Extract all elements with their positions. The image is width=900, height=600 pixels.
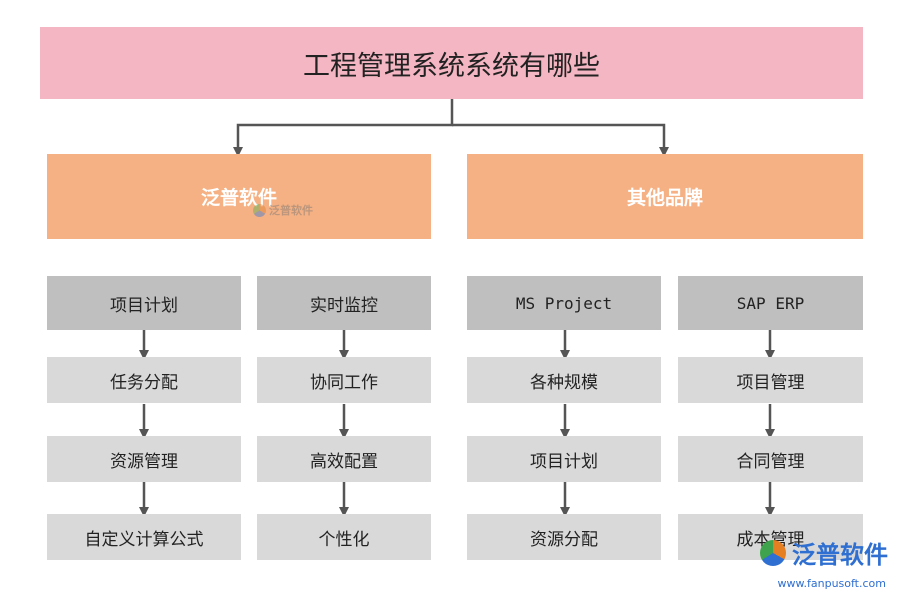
col1-item-2: 资源管理 (47, 436, 241, 482)
col1-item-3: 自定义计算公式 (47, 514, 241, 560)
watermark-small: 泛普软件 (253, 199, 327, 221)
col1-item-1: 任务分配 (47, 357, 241, 403)
watermark-url: www.fanpusoft.com (777, 577, 886, 590)
col3-header: MS Project (467, 276, 661, 330)
category-fanpu: 泛普软件 (47, 154, 431, 239)
col4-item-1: 项目管理 (678, 357, 863, 403)
arrow-title-to-fanpu (233, 99, 454, 157)
col1-header: 项目计划 (47, 276, 241, 330)
col2-item-2: 高效配置 (257, 436, 431, 482)
col3-item-2: 项目计划 (467, 436, 661, 482)
watermark-logo: 泛普软件 (760, 535, 888, 570)
col2-item-3: 个性化 (257, 514, 431, 560)
fanpu-logo-icon (253, 203, 266, 217)
col3-item-3: 资源分配 (467, 514, 661, 560)
col3-item-1: 各种规模 (467, 357, 661, 403)
col2-header: 实时监控 (257, 276, 431, 330)
arrow-title-to-other (452, 123, 669, 157)
fanpu-logo-icon (760, 539, 786, 566)
col4-header: SAP ERP (678, 276, 863, 330)
col4-item-2: 合同管理 (678, 436, 863, 482)
category-other: 其他品牌 (467, 154, 863, 239)
diagram-title: 工程管理系统系统有哪些 (40, 27, 863, 99)
col2-item-1: 协同工作 (257, 357, 431, 403)
